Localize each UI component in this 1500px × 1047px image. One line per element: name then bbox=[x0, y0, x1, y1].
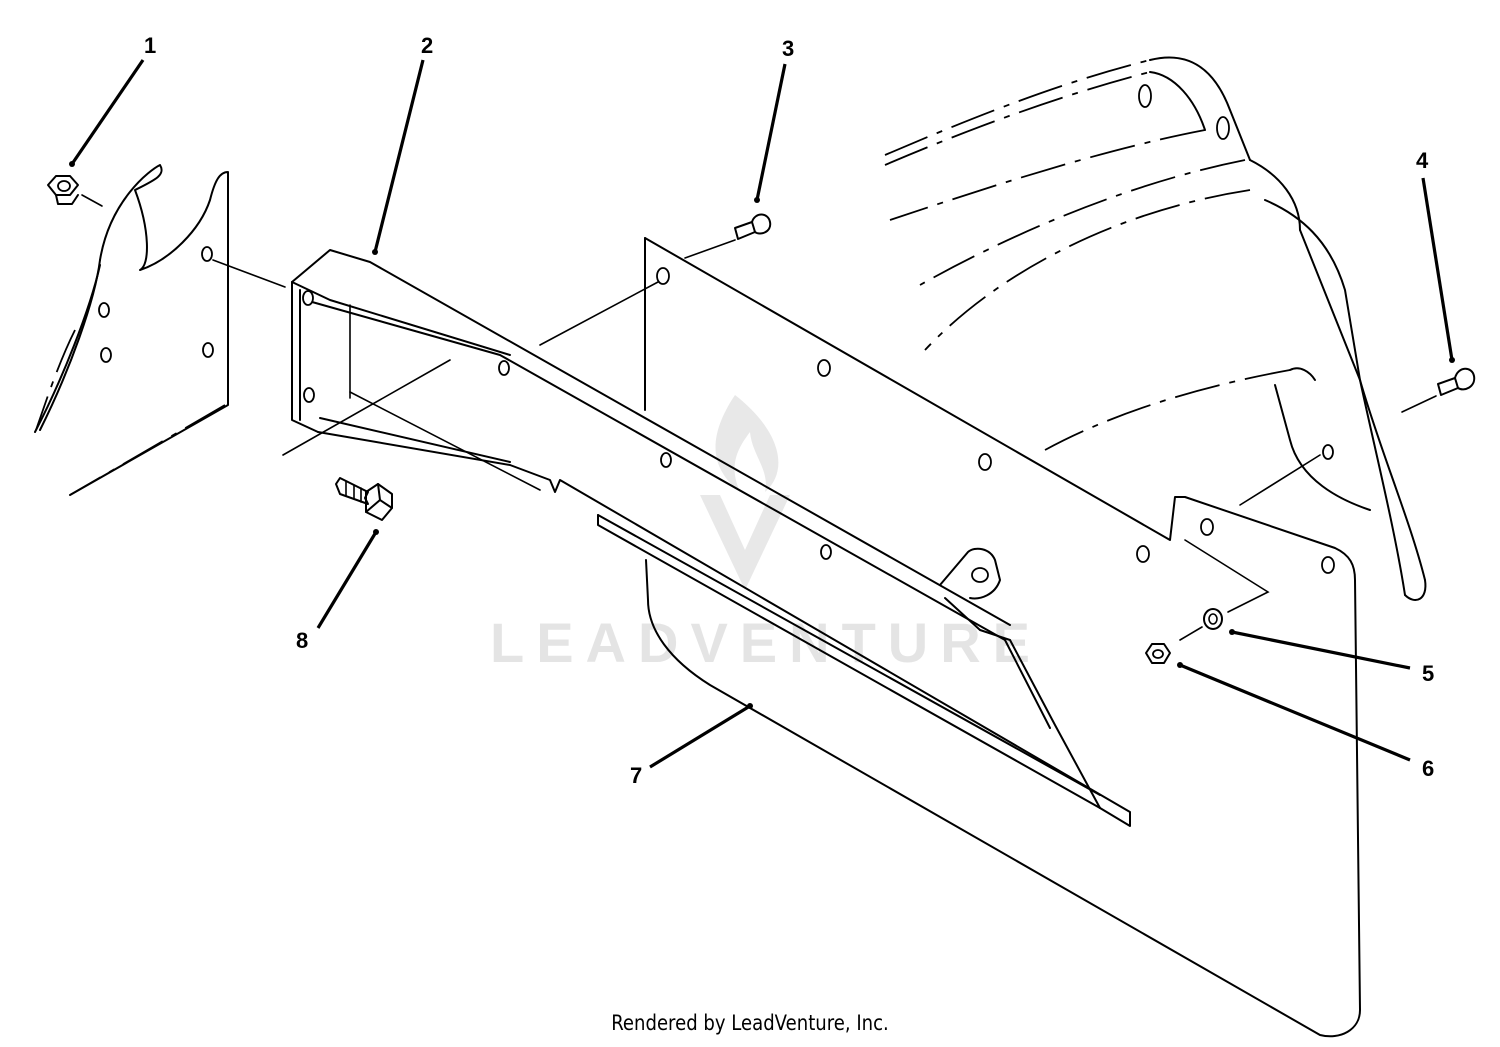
callout-8: 8 bbox=[296, 628, 308, 653]
callout-6: 6 bbox=[1422, 756, 1434, 781]
main-bracket bbox=[282, 249, 1131, 827]
callout-3: 3 bbox=[782, 36, 794, 61]
screw-3 bbox=[684, 213, 772, 259]
watermark-logo: LEADVENTURE bbox=[490, 395, 1042, 674]
watermark-text: LEADVENTURE bbox=[490, 611, 1042, 674]
screw-4 bbox=[1401, 367, 1476, 413]
callout-4: 4 bbox=[1416, 148, 1429, 173]
flange-nut-1 bbox=[47, 175, 103, 207]
side-plate bbox=[34, 164, 286, 496]
callout-7: 7 bbox=[630, 763, 642, 788]
callout-5: 5 bbox=[1422, 661, 1434, 686]
fender-housing bbox=[884, 56, 1427, 601]
callout-2: 2 bbox=[421, 33, 433, 58]
bracket-hook bbox=[939, 547, 1101, 809]
callout-leaders bbox=[69, 59, 1455, 769]
deflector-plate bbox=[539, 237, 1361, 1038]
footer-credit: Rendered by LeadVenture, Inc. bbox=[611, 1011, 889, 1035]
callout-1: 1 bbox=[144, 33, 156, 58]
washer-5 bbox=[1179, 608, 1223, 641]
hex-nut-6 bbox=[1145, 643, 1171, 664]
hex-bolt-8 bbox=[335, 477, 393, 521]
